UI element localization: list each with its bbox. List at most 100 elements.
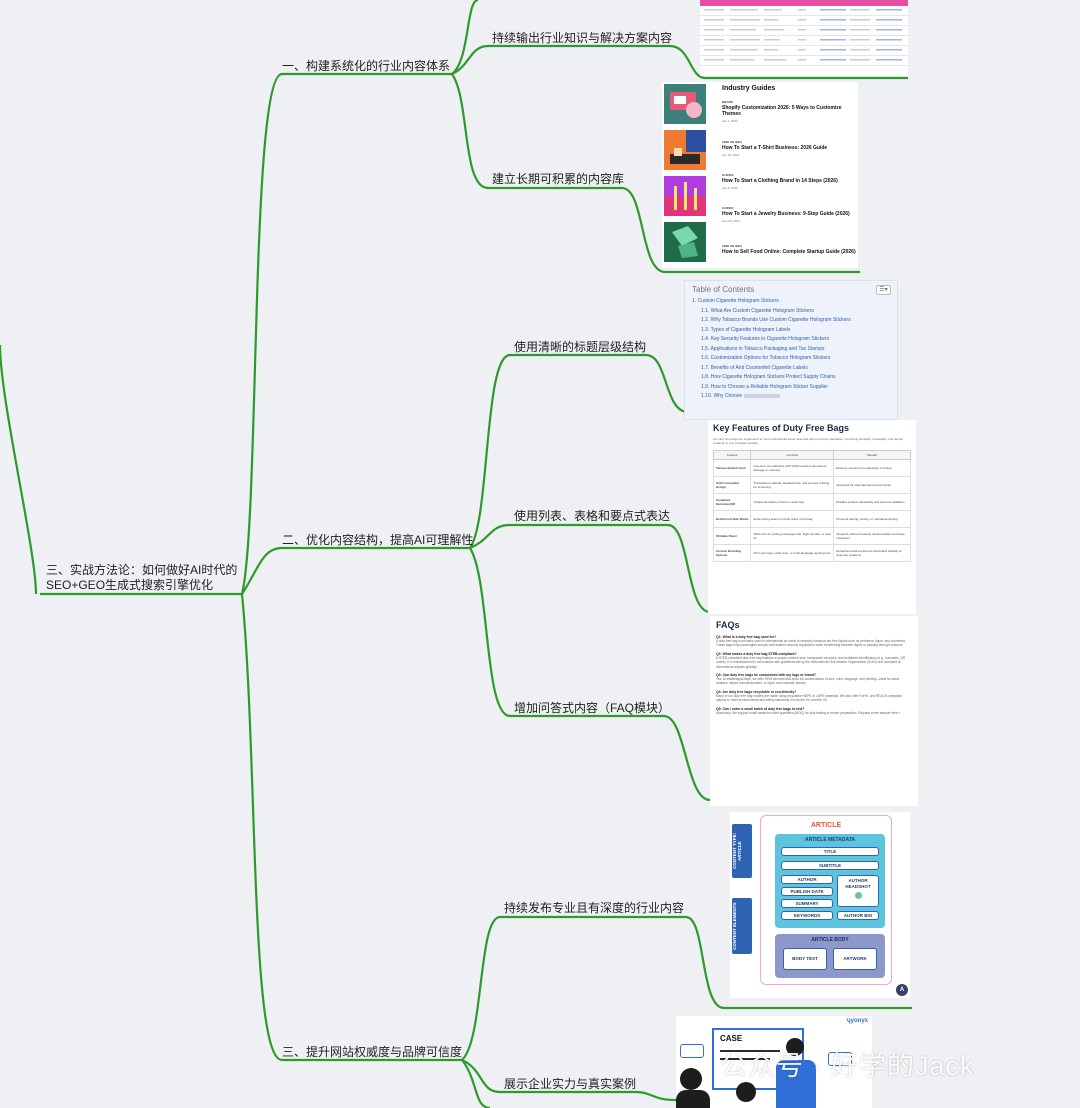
article-structure-image: CONTENT TYPE: ARTICLE CONTENT ELEMENTS A…: [730, 812, 910, 998]
underline-b3-c2: [500, 1090, 677, 1102]
child-b2-3[interactable]: 增加问答式内容（FAQ模块）: [514, 701, 671, 715]
cell: Enables product traceability and customs…: [833, 493, 911, 511]
toc-title: Table of Contents: [692, 285, 755, 294]
pill-keywords: KEYWORDS: [781, 911, 833, 920]
features-desc: Our duty free bags are engineered to mee…: [713, 437, 904, 445]
cell: Reinforced Side Welds: [712, 510, 752, 528]
toc-item[interactable]: 1.5. Applications in Tobacco Packaging a…: [701, 345, 825, 352]
toc-item[interactable]: 1. Custom Cigarette Hologram Stickers: [692, 298, 779, 304]
cell: Writable Panel: [712, 527, 752, 545]
blurred-brand: [743, 393, 780, 398]
link-b1-top: [451, 0, 479, 75]
guide-item[interactable]: GUIDES How To Start a Clothing Brand in …: [722, 173, 856, 190]
branch-1[interactable]: 一、构建系统化的行业内容体系: [282, 59, 451, 73]
underline-b2-c3: [510, 714, 908, 802]
child-b1-2[interactable]: 建立长期可积累的内容库: [492, 172, 625, 186]
toc-item[interactable]: 1.9. How to Choose a Reliable Hologram S…: [701, 383, 829, 390]
pill-publish-date: PUBLISH DATE: [781, 887, 833, 896]
sheet-text-placeholder: [704, 9, 902, 61]
link-b2-c2: [469, 523, 511, 550]
guide-thumb-2: [664, 130, 706, 170]
pill-subtitle: SUBTITLE: [781, 861, 879, 870]
speech-bubble-icon: [680, 1044, 704, 1058]
faq-question: Q4: Are duty free bags recyclable or eco…: [716, 689, 797, 694]
features-title: Key Features of Duty Free Bags: [713, 423, 850, 433]
speech-bubble-icon: [828, 1052, 852, 1066]
underline-b1-c1: [488, 44, 908, 80]
sheet-row: [700, 16, 908, 26]
guide-item[interactable]: FIND AN IDEA How To Start a T-Shirt Busi…: [722, 140, 856, 157]
sheet-row: [700, 56, 908, 66]
guide-title: Shopify Customization 2026: 5 Ways to Cu…: [722, 105, 842, 117]
toc-item[interactable]: 1.1. What Are Custom Cigarette Hologram …: [701, 307, 814, 314]
guide-date: Jun 15, 2022: [722, 153, 740, 157]
guides-title: Industry Guides: [722, 85, 776, 92]
guide-tag: FIND AN IDEA: [722, 244, 743, 248]
toc-item[interactable]: 1.3. Types of Cigarette Hologram Labels: [701, 326, 791, 333]
branch-3[interactable]: 三、提升网站权威度与品牌可信度: [282, 1045, 463, 1059]
board-line: [720, 1058, 770, 1060]
link-b2-c3: [469, 547, 511, 718]
faq-image: FAQs Q1: What is a duty free bag used fo…: [710, 616, 918, 806]
toc-item[interactable]: 1.8. How Cigarette Hologram Stickers Pro…: [701, 374, 836, 380]
cell: Prevents tearing, cutting, or manual tam…: [833, 510, 911, 528]
branch-2[interactable]: 二、优化内容结构，提高AI可理解性: [282, 533, 474, 547]
root-node[interactable]: 三、实战方法论：如何做好AI时代的SEO+GEO生成式搜索引擎优化: [46, 563, 238, 592]
cell: Supports chain-of-custody documentation …: [833, 527, 911, 545]
brand-logo: ʮyonyx: [846, 1018, 868, 1024]
guide-item[interactable]: BRAND Shopify Customization 2026: 5 Ways…: [722, 100, 856, 123]
sheet-row: [700, 46, 908, 56]
child-b3-1[interactable]: 持续发布专业且有深度的行业内容: [504, 901, 685, 915]
sheet-row: [700, 6, 908, 16]
cell: Custom Branding Options: [712, 544, 752, 562]
toc-item[interactable]: 1.10. Why Choose: [692, 392, 890, 402]
toc-item[interactable]: 1.6. Customization Options for Tobacco H…: [701, 355, 831, 361]
link-branch-3: [240, 593, 283, 1062]
cell: Print your logo, retail zone, or multi-l…: [750, 544, 835, 562]
guide-item[interactable]: FIND AN IDEA How to Sell Food Online: Co…: [722, 244, 856, 255]
guide-thumb-3: [664, 176, 706, 216]
avatar-icon: [854, 892, 862, 899]
pill-headshot: AUTHOR HEADSHOT: [837, 875, 879, 907]
industry-guides-image: Industry Guides BRAND Shopify Customizat…: [662, 82, 858, 268]
toc-item[interactable]: 1.7. Benefits of Anti Counterfeit Cigare…: [701, 364, 808, 371]
cell: ICAO-Compliant Design: [712, 476, 752, 494]
guide-title: How to Sell Food Online: Complete Startu…: [722, 249, 856, 255]
child-b3-2[interactable]: 展示企业实力与真实案例: [504, 1077, 637, 1091]
link-b3-c2: [461, 1058, 501, 1094]
article-title: ARTICLE: [810, 822, 842, 829]
person-figure-icon: [786, 1038, 804, 1056]
link-branch-2: [241, 546, 283, 595]
cell: Ensures security from departure to arriv…: [833, 459, 911, 477]
guide-date: Jan 1, 2023: [722, 119, 738, 123]
child-b2-2[interactable]: 使用列表、表格和要点式表达: [514, 509, 671, 523]
child-b1-1[interactable]: 持续输出行业知识与解决方案内容: [492, 31, 673, 45]
faq-answer: Yes. At Insideways/Jiaye, we offer OEM s…: [716, 677, 900, 686]
article-body: ARTICLE BODY BODY TEXT ARTWORK: [775, 934, 885, 978]
key-features-image: Key Features of Duty Free Bags Our duty …: [708, 420, 916, 614]
person-figure-icon: [680, 1068, 702, 1090]
toc-toggle-button[interactable]: ☰▾: [876, 285, 891, 295]
toc-item[interactable]: 1.2. Why Tobacco Brands Use Custom Cigar…: [701, 317, 851, 323]
guide-title: How To Start a Clothing Brand in 14 Step…: [722, 178, 838, 184]
guide-tag: GUIDES: [722, 206, 734, 210]
toc-item[interactable]: 1.4. Key Security Features in Cigarette …: [701, 336, 830, 342]
guide-thumb-4: [664, 222, 706, 262]
case-illustration-image: ʮyonyx CASE: [676, 1016, 872, 1108]
child-b2-1[interactable]: 使用清晰的标题层级结构: [514, 340, 647, 354]
link-b3-c3: [461, 1059, 491, 1108]
guide-item[interactable]: GUIDES How To Start a Jewelry Business: …: [722, 206, 856, 223]
link-b1-c2: [451, 73, 489, 190]
article-metadata: ARTICLE METADATA TITLE SUBTITLE AUTHOR P…: [775, 834, 885, 928]
metadata-title: ARTICLE METADATA: [805, 837, 855, 843]
board-line: [720, 1050, 780, 1052]
pill-title: TITLE: [781, 847, 879, 856]
article-box: ARTICLE ARTICLE METADATA TITLE SUBTITLE …: [760, 815, 892, 985]
ai-logo-icon: A: [896, 984, 908, 996]
underline-b3-c1: [500, 915, 912, 1010]
